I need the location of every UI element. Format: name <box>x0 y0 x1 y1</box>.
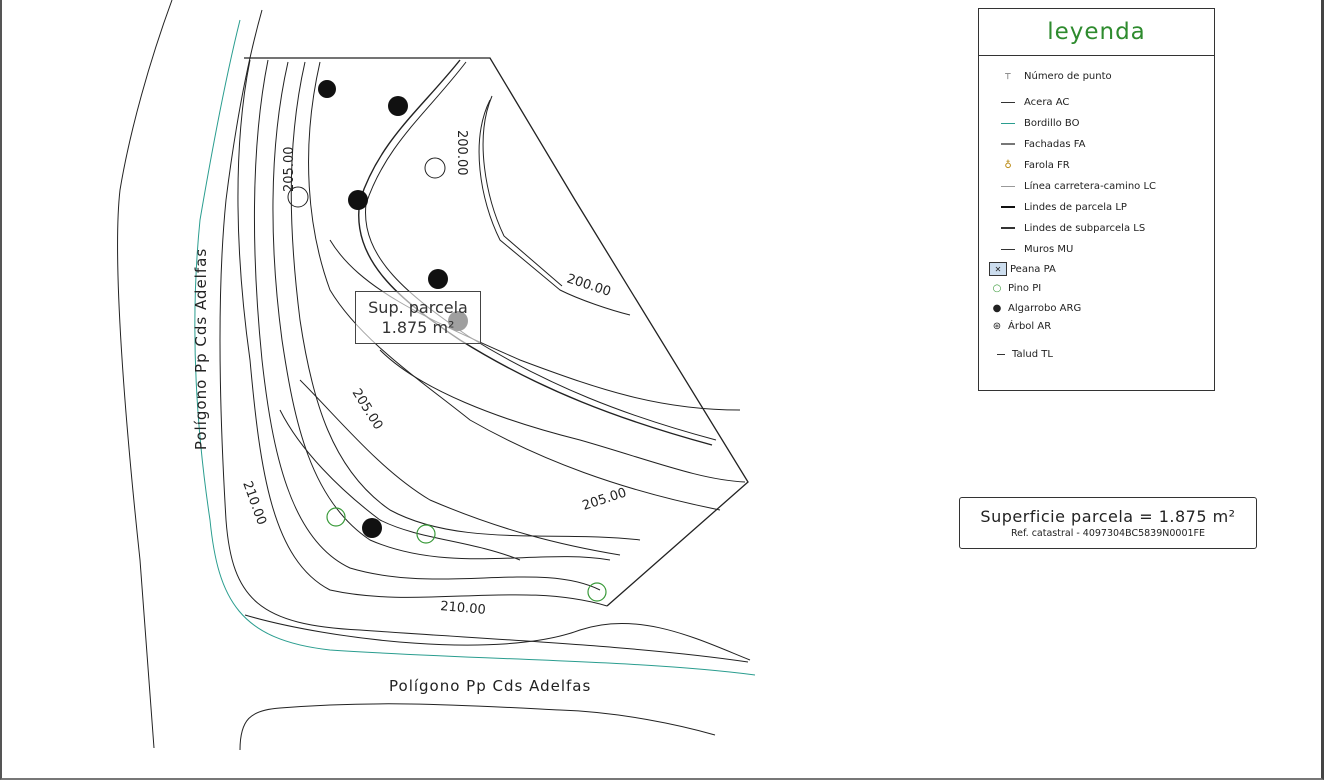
svg-text:205.00: 205.00 <box>581 485 629 513</box>
surface-info-box: Superficie parcela = 1.875 m² Ref. catas… <box>959 497 1257 549</box>
legend-item: ●Algarrobo ARG <box>989 302 1082 314</box>
legend-item: Línea carretera-camino LC <box>997 180 1156 192</box>
street-label-left: Polígono Pp Cds Adelfas <box>192 247 211 451</box>
point-number-icon: ⊤ <box>1004 71 1012 81</box>
street-label-bottom: Polígono Pp Cds Adelfas <box>389 677 592 695</box>
road-edge-left <box>117 0 173 749</box>
road-edge-bottom <box>239 703 716 751</box>
line-icon <box>997 117 1019 129</box>
cadastral-reference: Ref. catastral - 4097304BC5839N0001FE <box>1010 528 1206 539</box>
svg-text:210.00: 210.00 <box>239 479 269 527</box>
line-icon <box>997 180 1019 192</box>
parcel-area-label: Sup. parcela 1.875 m² <box>355 291 481 344</box>
parcel-area-title: Sup. parcela <box>368 298 468 317</box>
line-icon <box>997 201 1019 213</box>
legend-item: Fachadas FA <box>997 138 1085 150</box>
legend-item: Lindes de parcela LP <box>997 201 1127 213</box>
legend-item: Acera AC <box>997 96 1069 108</box>
legend-item: ✕Peana PA <box>989 262 1056 276</box>
tree-icon: ⊛ <box>992 320 1002 332</box>
box-cross-icon: ✕ <box>989 262 1007 276</box>
svg-text:210.00: 210.00 <box>440 599 487 618</box>
streetlight-icon: ♁ <box>1004 159 1012 171</box>
legend-item: Bordillo BO <box>997 117 1079 129</box>
legend-item: ⊤Número de punto <box>997 70 1112 82</box>
line-icon <box>997 222 1019 234</box>
parcel-boundary <box>244 57 749 607</box>
sidewalk-line <box>219 9 749 663</box>
line-icon <box>997 138 1019 150</box>
legend-item: ○Pino PI <box>989 282 1042 294</box>
svg-text:205.00: 205.00 <box>349 386 386 433</box>
legend-item: ⊛Árbol AR <box>989 320 1051 332</box>
svg-text:200.00: 200.00 <box>454 130 469 176</box>
legend-item: ♁Farola FR <box>997 159 1069 171</box>
line-icon <box>993 348 1009 360</box>
pine-icon: ○ <box>992 282 1002 294</box>
legend-title: leyenda <box>979 9 1214 56</box>
line-icon <box>997 96 1019 108</box>
curb-line <box>194 19 756 676</box>
legend-item: Muros MU <box>997 243 1073 255</box>
carob-tree-icon: ● <box>992 302 1002 314</box>
legend-item: Lindes de subparcela LS <box>997 222 1145 234</box>
svg-text:205.00: 205.00 <box>282 147 297 193</box>
legend: leyenda ⊤Número de punto Acera AC Bordil… <box>978 8 1215 391</box>
surface-area: Superficie parcela = 1.875 m² <box>980 507 1236 526</box>
legend-item: Talud TL <box>993 348 1053 360</box>
line-icon <box>997 243 1019 255</box>
parcel-area-value: 1.875 m² <box>381 318 455 337</box>
